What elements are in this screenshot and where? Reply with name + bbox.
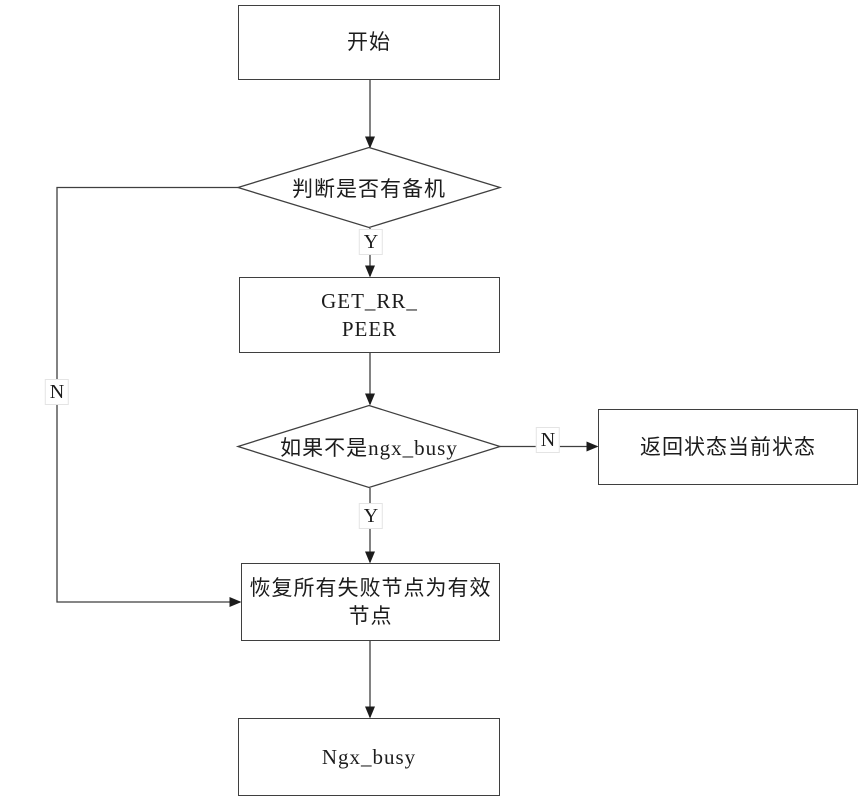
edge-label-not-busy-yes: Y — [358, 503, 384, 529]
decision-check-backup-shape — [235, 146, 503, 229]
node-return-current-status: 返回状态当前状态 — [598, 409, 858, 485]
decision-check-not-ngx-busy-shape — [235, 404, 503, 489]
node-get-rr-peer: GET_RR_ PEER — [239, 277, 500, 353]
edge-label-not-busy-no: N — [535, 427, 561, 453]
node-start: 开始 — [238, 5, 500, 80]
edge-check-backup-no — [56, 186, 242, 607]
edge-label-backup-no: N — [44, 379, 70, 405]
node-ngx-busy: Ngx_busy — [238, 718, 500, 796]
node-check-not-ngx-busy-label: 如果不是ngx_busy — [280, 436, 458, 460]
node-recover-failed-nodes: 恢复所有失败节点为有效 节点 — [241, 563, 500, 641]
edge-label-backup-yes: Y — [358, 229, 384, 255]
node-check-backup-label: 判断是否有备机 — [292, 177, 446, 201]
